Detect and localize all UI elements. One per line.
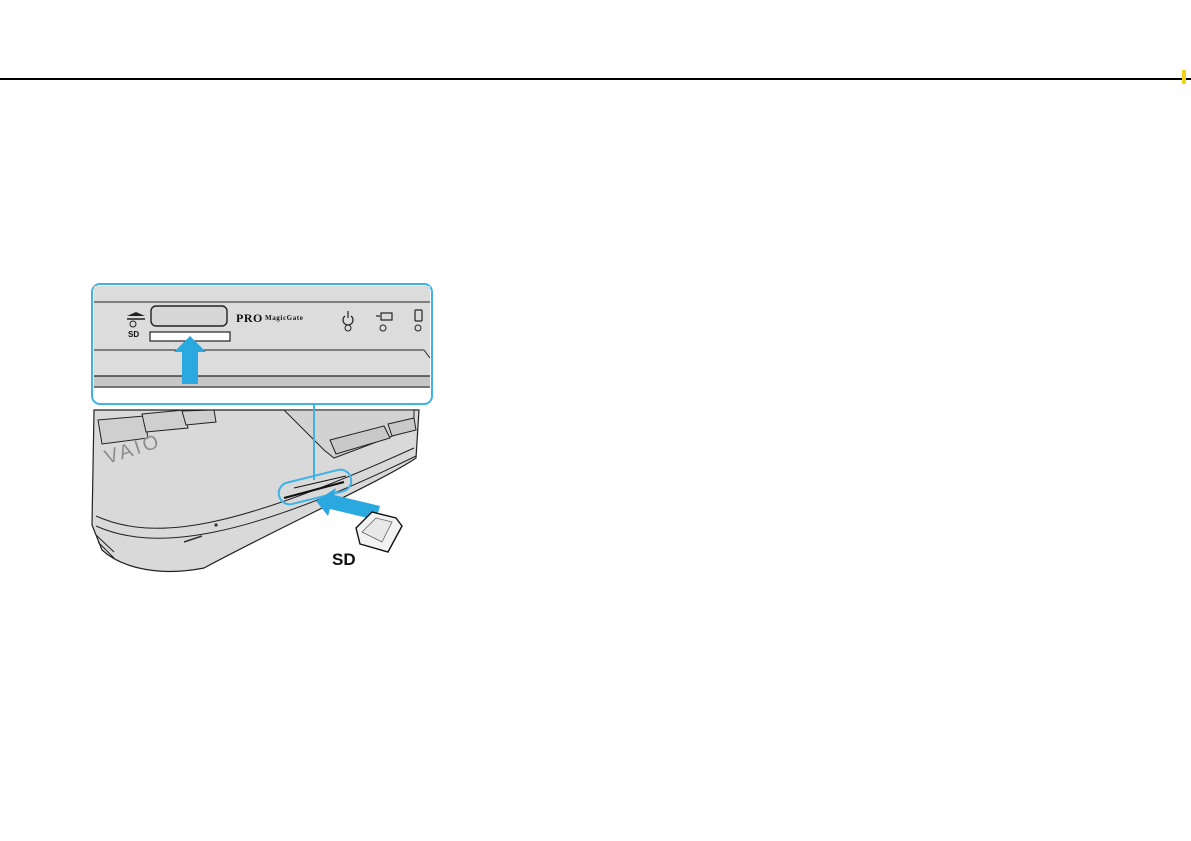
callout-panel [92, 284, 432, 404]
sd-card-insert-illustration: SD PRO MagicGate VAIO SD [84, 280, 440, 580]
corner-mark [1182, 70, 1186, 84]
magicgate-label: MagicGate [265, 314, 303, 322]
header-rule [0, 78, 1191, 80]
sd-card [356, 512, 402, 552]
sd-slot-label: SD [128, 330, 139, 339]
sd-card-label: SD [332, 550, 356, 570]
pro-label: PRO [236, 311, 263, 326]
